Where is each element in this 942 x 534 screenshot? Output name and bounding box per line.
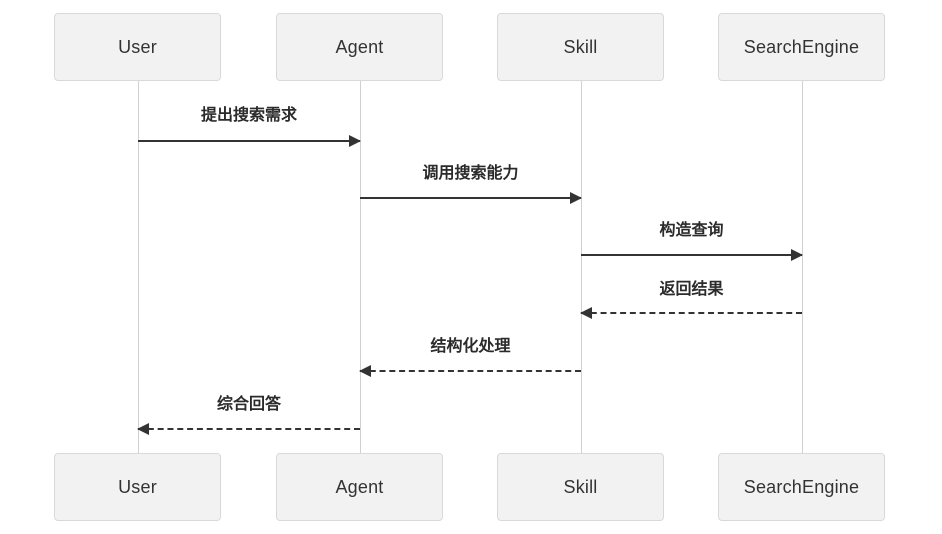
participant-box-agent-top: Agent <box>276 13 443 81</box>
participant-label-user: User <box>118 476 157 497</box>
participant-label-searchengine: SearchEngine <box>743 476 860 497</box>
participant-box-skill-bottom: Skill <box>497 453 664 521</box>
arrowhead-right-icon <box>349 135 361 147</box>
lifeline-agent <box>360 81 361 453</box>
message-label-4: 返回结果 <box>659 281 724 298</box>
arrowhead-left-icon <box>580 307 592 319</box>
message-line-3 <box>581 249 803 261</box>
participant-box-searchengine-top: SearchEngine <box>718 13 885 81</box>
participant-box-searchengine-bottom: SearchEngine <box>718 453 885 521</box>
participant-label-agent: Agent <box>335 36 384 57</box>
lifeline-searchengine <box>802 81 803 453</box>
message-line-1 <box>138 135 361 147</box>
arrowhead-right-icon <box>791 249 803 261</box>
participant-box-user-bottom: User <box>54 453 221 521</box>
lifeline-skill <box>581 81 582 453</box>
arrowhead-left-icon <box>359 365 371 377</box>
message-line-5 <box>359 365 581 377</box>
message-label-2: 调用搜索能力 <box>422 165 519 182</box>
participant-label-searchengine: SearchEngine <box>743 36 860 57</box>
participant-label-skill: Skill <box>563 36 598 57</box>
participant-box-agent-bottom: Agent <box>276 453 443 521</box>
message-line-4 <box>580 307 802 319</box>
message-line-2 <box>360 192 582 204</box>
message-label-1: 提出搜索需求 <box>200 107 297 124</box>
arrowhead-left-icon <box>137 423 149 435</box>
arrowhead-right-icon <box>570 192 582 204</box>
participant-box-skill-top: Skill <box>497 13 664 81</box>
participant-label-user: User <box>118 36 157 57</box>
participant-box-user-top: User <box>54 13 221 81</box>
lifeline-user <box>138 81 139 453</box>
participant-label-skill: Skill <box>563 476 598 497</box>
message-label-3: 构造查询 <box>659 222 724 239</box>
message-label-6: 综合回答 <box>216 396 281 413</box>
message-line-6 <box>137 423 360 435</box>
participant-label-agent: Agent <box>335 476 384 497</box>
message-label-5: 结构化处理 <box>430 338 511 355</box>
